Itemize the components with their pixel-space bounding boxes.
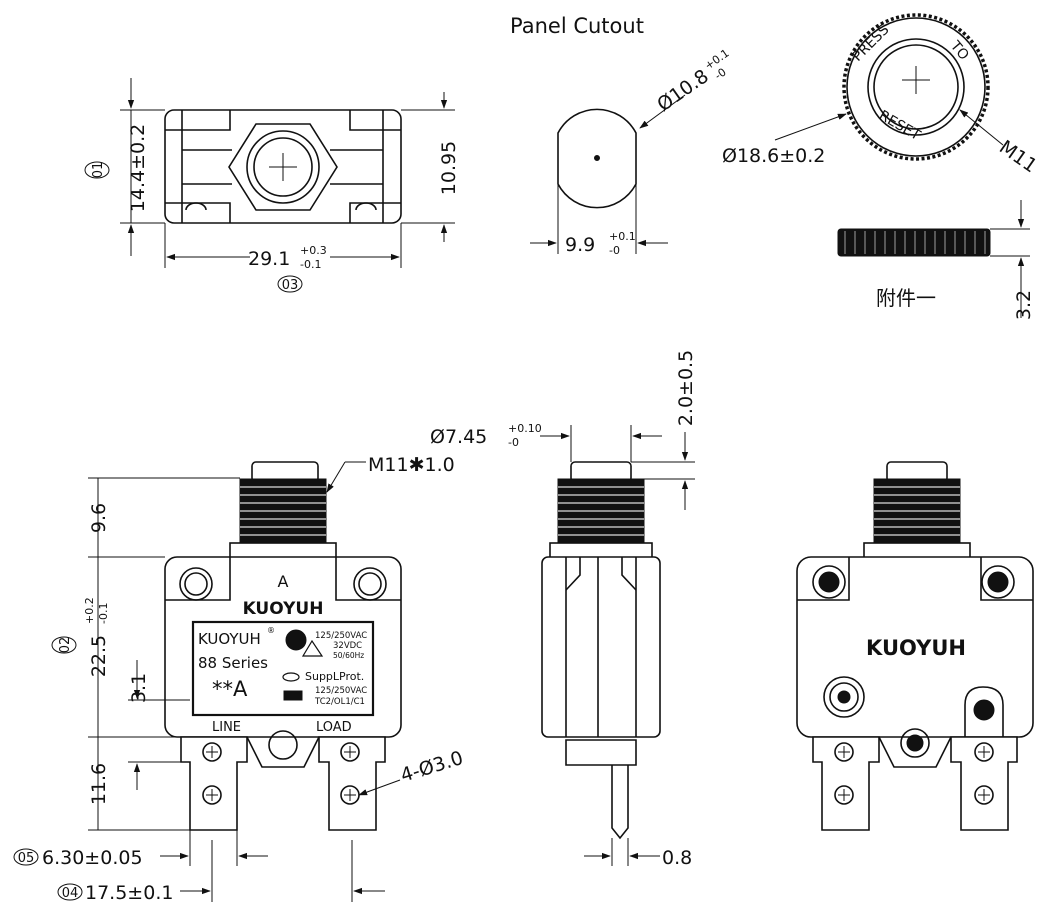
label-series: 88 Series [198,654,268,672]
label-spec-2: 32VDC [333,641,362,651]
label-rating: **A [212,677,248,701]
cutout-width-tol-down: -0 [609,244,620,257]
label-registered: ® [267,626,275,635]
top-view: 14.4±0.2 01 10.95 29.1 +0.3 -0.1 03 [84,78,460,293]
panel-cutout: Ø10.8 +0.1 -0 9.9 +0.1 -0 [530,46,732,257]
top-width-circle-label: 03 [282,278,299,293]
front-terminal-left: LINE [212,720,241,735]
top-height-dim: 14.4±0.2 [127,124,149,212]
top-width-dim: 29.1 [248,248,290,270]
front-button-height-dim: 9.6 [88,503,110,533]
side-diameter-tol-down: -0 [508,436,519,449]
front-terminal-width-dim: 6.30±0.05 [42,847,143,869]
back-brand: KUOYUH [866,636,966,660]
cutout-width-dim: 9.9 [565,234,595,256]
front-label [191,620,375,717]
front-terminal-pitch-label: 04 [62,886,79,901]
back-view: KUOYUH [796,461,1034,831]
front-body-tol-down: -0.1 [97,603,110,624]
cutout-diameter-dim: Ø10.8 [653,65,713,116]
label-spec-4: SuppLProt. [305,670,364,683]
front-body-circle-label: 02 [58,637,73,654]
front-hole-label: 4-Ø3.0 [398,747,466,787]
label-spec-1: 125/250VAC [315,631,367,641]
label-spec-3: 50/60Hz [333,651,364,660]
top-circle-label: 01 [91,162,106,179]
front-brand: KUOYUH [243,599,324,619]
front-terminal-height-dim: 11.6 [88,763,110,805]
cutout-width-tol-up: +0.1 [609,230,636,243]
side-diameter-tol-up: +0.10 [508,422,542,435]
nut-side [837,228,991,257]
front-terminal-width-label: 05 [18,851,35,866]
front-small-dim: 3.1 [128,673,150,703]
nut-diameter-dim: Ø18.6±0.2 [722,145,825,167]
top-inner-height-dim: 10.95 [438,141,460,195]
side-view: Ø7.45 +0.10 -0 2.0±0.5 0.8 [430,350,697,869]
top-width-tol-down: -0.1 [300,258,321,271]
title: Panel Cutout [510,14,644,38]
front-terminal-right: LOAD [316,720,352,735]
front-letter-a: A [278,572,289,591]
front-thread-label: M11✱1.0 [368,454,455,476]
side-tab-thickness-dim: 0.8 [662,847,692,869]
nut-accessory-label: 附件一 [876,286,936,310]
front-body-tol-up: +0.2 [83,597,96,624]
nut-text-reset: RESET [876,108,923,145]
side-diameter-dim: Ø7.45 [430,426,487,448]
label-spec-5: 125/250VAC [315,686,367,696]
front-terminal-pitch-dim: 17.5±0.1 [85,882,173,904]
front-body-height-dim: 22.5 [88,635,110,677]
side-travel-dim: 2.0±0.5 [675,350,697,426]
nut-thread-label: M11 [995,136,1041,177]
nut-knurl [842,13,990,161]
label-brand: KUOYUH [198,630,261,648]
front-view: A KUOYUH KUOYUH ® 88 Series **A 125/250V… [13,454,466,904]
knurled-nut: PRESS TO RESET Ø18.6±0.2 M11 3.2 附件一 [722,13,1041,320]
nut-thickness-dim: 3.2 [1013,290,1035,320]
label-spec-6: TC2/OL1/C1 [314,697,365,707]
top-width-tol-up: +0.3 [300,244,327,257]
